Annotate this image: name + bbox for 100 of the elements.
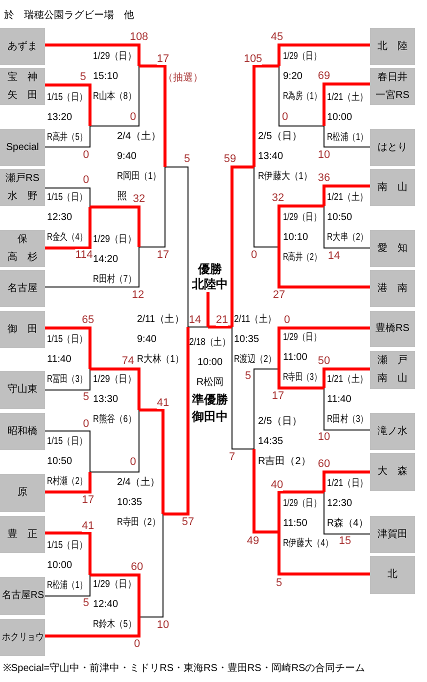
score: 7: [228, 451, 236, 463]
kickoff-time: 9:40: [137, 333, 156, 347]
score: 0: [282, 111, 288, 123]
team-name: 南 山: [378, 372, 408, 386]
bracket-line: [188, 326, 208, 328]
score: 17: [156, 249, 170, 261]
score: 17: [82, 494, 94, 506]
team-name: 昭和橋: [8, 424, 38, 438]
kickoff-time: 10:35: [117, 496, 142, 510]
score: 0: [82, 149, 90, 161]
referee-name: R伊藤大（4）: [283, 536, 333, 551]
kickoff-time: 13:30: [93, 393, 118, 407]
match-date: 1/21（土）: [327, 190, 368, 205]
bracket-line: [139, 408, 164, 514]
bracket-line: [230, 166, 254, 327]
team-name: 守山東: [8, 382, 38, 397]
result-title: 準優勝: [192, 392, 228, 408]
score: 41: [156, 397, 170, 409]
referee-name: R村瀬（2）: [47, 474, 88, 489]
kickoff-time: 13:20: [47, 111, 72, 125]
bracket-line: [90, 368, 140, 410]
referee-name: R寺田（2）: [117, 516, 160, 530]
score: 40: [270, 479, 284, 491]
referee-name: R山本（8）: [93, 90, 136, 104]
bracket-line: [138, 166, 166, 248]
lottery-note: （抽選）: [163, 71, 203, 86]
score: 69: [318, 70, 330, 82]
team-name: 北 陸: [378, 40, 408, 54]
bracket-line: [44, 574, 90, 596]
team-box: [0, 311, 45, 348]
match-date: 2/4（土）: [117, 476, 160, 490]
referee-name: R松浦（1）: [327, 130, 368, 145]
bracket-line: [252, 64, 279, 167]
match-date: 2/11（土）: [137, 312, 184, 327]
bracket-line: [254, 166, 280, 248]
score: 15: [338, 535, 352, 547]
team-name: はとり: [378, 140, 408, 154]
bracket-line: [322, 82, 370, 126]
team-box: [0, 413, 45, 450]
team-name: 豊橋RS: [376, 322, 410, 336]
team-box: [370, 28, 415, 65]
score: 105: [244, 53, 262, 65]
team-box: [0, 230, 45, 267]
referee-name: R高井（5）: [47, 130, 88, 145]
footnote: ※Special=守山中・前津中・ミドリRS・東海RS・豊田RS・岡崎RSの合同チーム: [3, 662, 366, 675]
bracket-line: [44, 188, 90, 208]
score: 65: [82, 314, 94, 326]
score: 14: [188, 314, 202, 326]
referee-name: R松浦（1）: [47, 578, 88, 593]
bracket-line: [278, 66, 324, 126]
bracket-line: [324, 206, 370, 248]
team-name: 原: [18, 486, 28, 500]
team-box: [370, 453, 415, 491]
score: 0: [130, 111, 136, 123]
kickoff-time: 10:00: [197, 356, 223, 370]
bracket-line: [44, 126, 90, 148]
team-name: 高 杉: [8, 250, 38, 264]
kickoff-time: 10:00: [327, 111, 352, 125]
score: 0: [130, 456, 136, 468]
team-box: [370, 270, 415, 307]
score: 10: [156, 619, 170, 631]
bracket-line: [90, 206, 140, 247]
score: 27: [272, 289, 286, 301]
team-name: ホクリョウ: [2, 630, 44, 644]
score: 49: [246, 535, 260, 547]
bracket-line: [90, 66, 140, 126]
team-name: 名古屋: [8, 282, 38, 296]
team-box: [0, 577, 45, 615]
score: 10: [318, 149, 330, 161]
team-name: 御田中: [192, 410, 228, 424]
bracket-line: [322, 184, 370, 206]
bracket-line: [254, 368, 280, 450]
score: 108: [130, 31, 148, 43]
team-box: [370, 68, 415, 105]
bracket-line: [278, 532, 370, 576]
bracket-line: [322, 470, 370, 492]
referee-name: R田村（3）: [327, 412, 368, 427]
kickoff-time: 10:00: [47, 559, 72, 573]
note-text: 照: [117, 190, 127, 204]
score: 36: [318, 172, 330, 184]
score: 74: [122, 355, 134, 367]
score: 5: [82, 597, 90, 609]
match-date: 1/29（日）: [283, 331, 321, 345]
kickoff-time: 12:40: [93, 598, 118, 612]
kickoff-time: 10:10: [283, 231, 308, 245]
score: 17: [156, 53, 170, 65]
match-date: 2/5（日）: [258, 130, 302, 144]
kickoff-time: 15:10: [93, 70, 118, 84]
bracket-line: [164, 166, 188, 328]
score: 21: [216, 314, 228, 326]
team-name: Special: [6, 140, 39, 154]
team-box: [0, 28, 45, 65]
bracket-line: [45, 326, 92, 369]
bracket-line: [138, 514, 164, 618]
team-box: [370, 129, 415, 166]
score: 32: [272, 192, 284, 204]
bracket-line: [45, 617, 140, 638]
bracket-line: [45, 44, 140, 66]
score: 0: [250, 249, 258, 261]
match-date: 1/29（日）: [93, 50, 136, 64]
